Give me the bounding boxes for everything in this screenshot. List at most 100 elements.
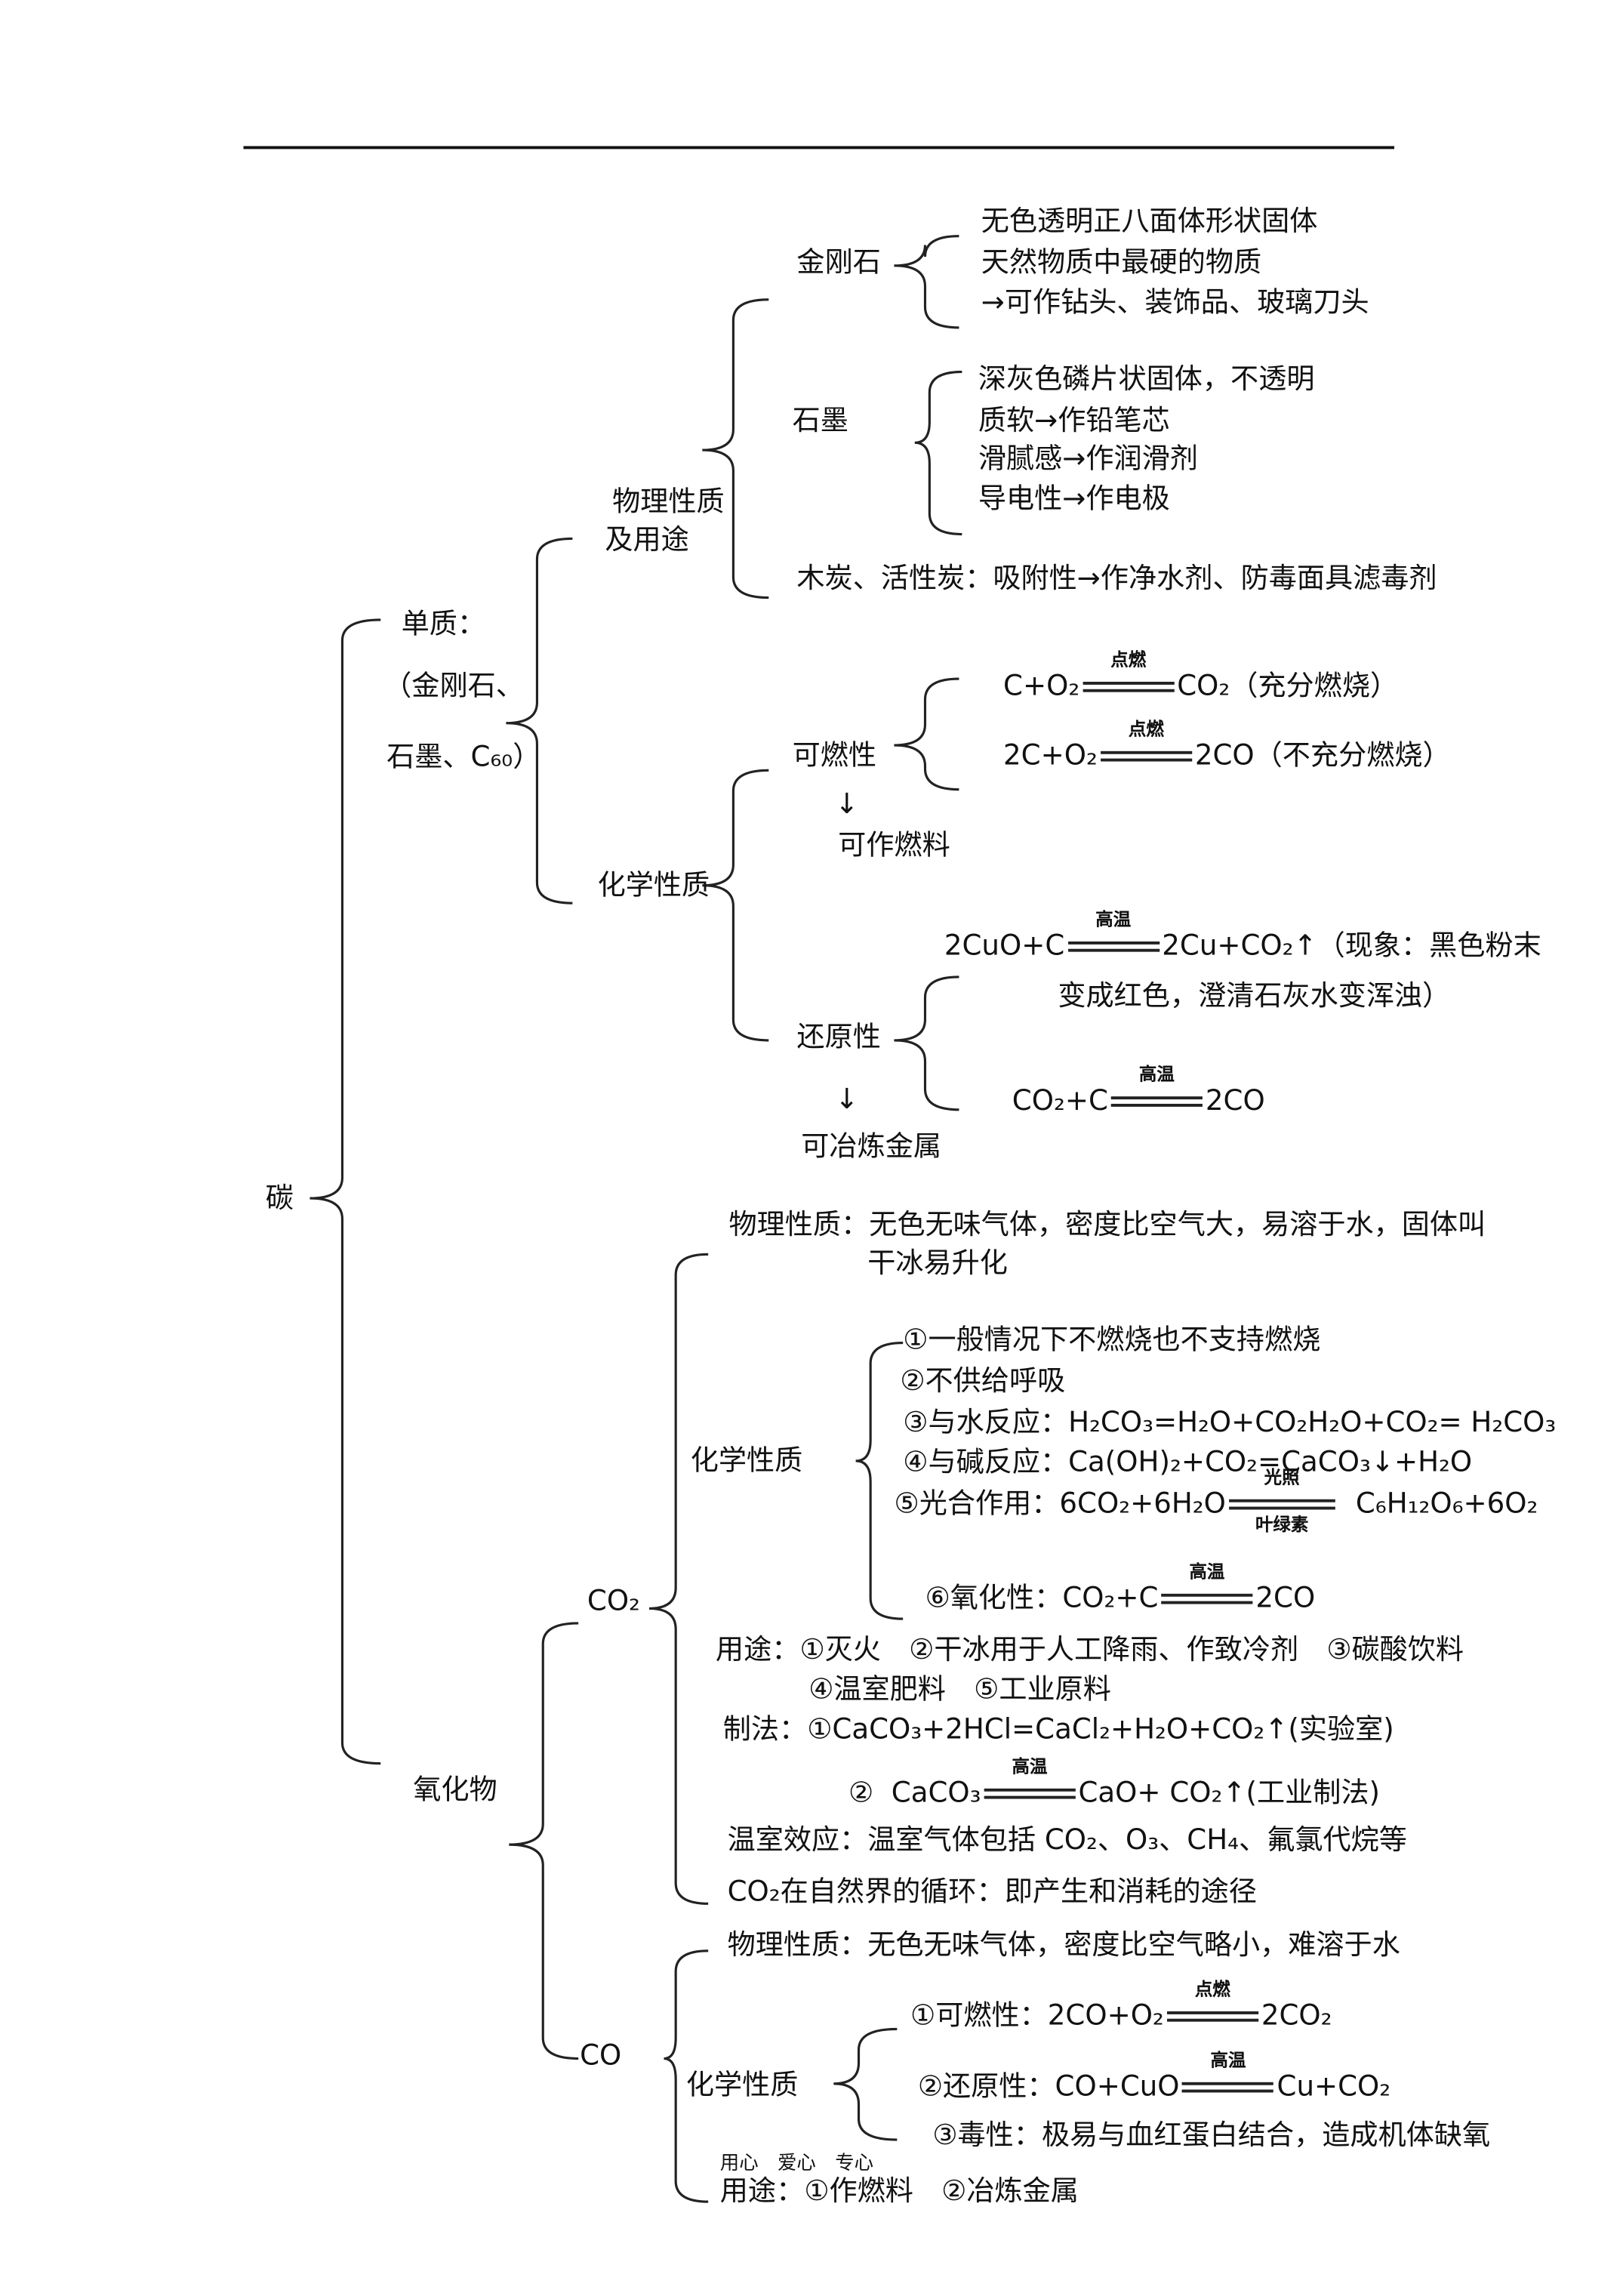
eq-lhs: 2CO+O₂ [1047, 1999, 1164, 2032]
diamond-line: 天然物质中最硬的物质 [981, 246, 1262, 279]
eq-rhs: CO₂（充分燃烧） [1177, 670, 1399, 703]
curly-brace [310, 618, 381, 1765]
oxides-label: 氧化物 [413, 1774, 497, 1807]
eq-rhs: 2CO [1205, 1084, 1265, 1117]
eq-rhs: 2CO₂ [1261, 1999, 1332, 2032]
down-arrow-icon: ↓ [835, 787, 859, 821]
reducibility-label: 还原性 [796, 1021, 881, 1054]
equation-co-reduction: ②还原性： CO+CuO 高温 Cu+CO₂ [917, 2051, 1391, 2104]
diamond-label: 金刚石 [796, 246, 881, 279]
equation-co-combustion: ①可燃性： 2CO+O₂ 点燃 2CO₂ [910, 1980, 1332, 2033]
chemical-label: 化学性质 [597, 869, 710, 902]
condition: 高温 [1110, 1065, 1203, 1119]
diamond-line: →可作钻头、装饰品、玻璃刀头 [981, 286, 1369, 319]
co2-label: CO₂ [587, 1585, 640, 1618]
curly-brace [702, 298, 769, 599]
condition: 高温 [1067, 910, 1160, 963]
eq-rhs: 2Cu+CO₂↑（现象：黑色粉末 [1162, 929, 1541, 963]
eq-rhs: C₆H₁₂O₆+6O₂ [1355, 1487, 1538, 1521]
eq-lhs: CO₂+C [1012, 1084, 1108, 1117]
diamond-line: 无色透明正八面体形状固体 [981, 205, 1318, 238]
graphite-line: 深灰色磷片状固体，不透明 [978, 362, 1315, 396]
footer-motto: 用心 爱心 专心 [719, 2153, 874, 2175]
condition-label: 高温 [1189, 1561, 1225, 1583]
item-prefix: ②还原性： [917, 2070, 1055, 2103]
greenhouse-effect: 温室效应：温室气体包括 CO₂、O₃、CH₄、氟氯代烷等 [727, 1823, 1407, 1857]
eq-lhs: 6CO₂+6H₂O [1059, 1487, 1226, 1521]
eq-rhs: Cu+CO₂ [1277, 2070, 1391, 2103]
header-rule [243, 146, 1395, 149]
eq-lhs: CaCO₃ [891, 1777, 981, 1810]
down-arrow-icon: ↓ [835, 1083, 859, 1116]
eq-lhs: C+O₂ [1003, 670, 1080, 703]
condition-label: 点燃 [1128, 718, 1164, 740]
root-carbon: 碳 [265, 1182, 294, 1215]
condition: 高温 [1161, 1562, 1253, 1616]
eq-lhs: 2CuO+C [944, 929, 1065, 963]
curly-brace [664, 1949, 709, 2203]
co2-cycle: CO₂在自然界的循环：即产生和消耗的途径 [727, 1875, 1257, 1909]
item-prefix: ② [848, 1777, 892, 1810]
curly-brace [894, 975, 959, 1111]
item-prefix: ⑤光合作用： [894, 1487, 1060, 1521]
co2-preparation: 制法：①CaCO₃+2HCl=CaCl₂+H₂O+CO₂↑(实验室) [722, 1713, 1394, 1746]
co2-physical-2: 干冰易升化 [867, 1247, 1008, 1280]
co-chemical-label: 化学性质 [685, 2069, 799, 2102]
metal-smelting-use: 可冶炼金属 [801, 1130, 942, 1163]
combustibility-label: 可燃性 [792, 739, 877, 772]
condition-label: 高温 [1095, 908, 1132, 930]
equation-cuo-reduction: 2CuO+C 高温 2Cu+CO₂↑（现象：黑色粉末 [944, 910, 1541, 963]
graphite-line: 质软→作铅笔芯 [978, 404, 1170, 437]
co2-uses: 用途：①灭火 ②干冰用于人工降雨、作致冷剂 ③碳酸饮料 [715, 1633, 1464, 1666]
co2-chemical-label: 化学性质 [690, 1444, 803, 1478]
co2-chem-item: ③与水反应：H₂CO₃=H₂O+CO₂H₂O+CO₂= H₂CO₃ [903, 1406, 1557, 1439]
condition-label: 点燃 [1194, 1978, 1230, 2000]
co-toxicity: ③毒性：极易与血红蛋白结合，造成机体缺氧 [932, 2119, 1491, 2152]
fuel-use: 可作燃料 [838, 829, 950, 862]
condition: 高温 [1182, 2051, 1274, 2104]
equation-photosynthesis: ⑤光合作用： 6CO₂+6H₂O 光照叶绿素 C₆H₁₂O₆+6O₂ [894, 1468, 1538, 1534]
condition: 点燃 [1166, 1980, 1258, 2033]
item-prefix: ⑥氧化性： [925, 1582, 1063, 1615]
co-uses: 用途：①作燃料 ②冶炼金属 [719, 2174, 1079, 2208]
co2-chem-item: ④与碱反应：Ca(OH)₂+CO₂=CaCO₃↓+H₂O [903, 1446, 1473, 1479]
curly-brace [914, 370, 962, 536]
co2-physical: 物理性质：无色无味气体，密度比空气大，易溶于水，固体叫 [728, 1208, 1486, 1241]
graphite-line: 导电性→作电极 [978, 482, 1170, 516]
elemental-examples: （金刚石、 [383, 670, 524, 703]
curly-brace [894, 677, 959, 791]
eq-lhs: 2C+O₂ [1003, 739, 1098, 772]
physical-label: 物理性质 [612, 485, 725, 519]
curly-brace [855, 1342, 904, 1620]
eq-rhs: CaO+ CO₂↑(工业制法) [1078, 1777, 1381, 1810]
charcoal-text: 木炭、活性炭：吸附性→作净水剂、防毒面具滤毒剂 [796, 562, 1437, 595]
condition-label: 点燃 [1110, 649, 1147, 670]
item-prefix: ①可燃性： [910, 1999, 1048, 2032]
graphite-label: 石墨 [792, 404, 848, 437]
curly-brace [894, 235, 959, 329]
curly-brace [702, 769, 769, 1042]
condition: 点燃 [1100, 720, 1192, 773]
equation-oxidizing: ⑥氧化性： CO₂+C 高温 2CO [925, 1562, 1316, 1616]
eq-lhs: CO+CuO [1055, 2070, 1180, 2103]
equation-incomplete-combustion: 2C+O₂ 点燃 2CO（不充分燃烧） [1003, 720, 1451, 773]
graphite-line: 滑腻感→作润滑剂 [978, 442, 1198, 476]
phenomenon-text: 变成红色，澄清石灰水变浑浊） [1058, 979, 1451, 1012]
condition: 光照叶绿素 [1228, 1468, 1335, 1534]
curly-brace [833, 2027, 898, 2141]
co-label: CO [580, 2039, 622, 2073]
curly-brace [506, 537, 573, 905]
equation-complete-combustion: C+O₂ 点燃 CO₂（充分燃烧） [1003, 650, 1399, 704]
eq-rhs: 2CO（不充分燃烧） [1194, 739, 1451, 772]
co2-chem-item: ①一般情况下不燃烧也不支持燃烧 [903, 1324, 1321, 1357]
condition-label: 高温 [1012, 1755, 1048, 1777]
equation-industrial-preparation: ② CaCO₃ 高温 CaO+ CO₂↑(工业制法) [848, 1757, 1381, 1811]
eq-rhs: 2CO [1255, 1582, 1316, 1615]
physical-label-2: 及用途 [605, 523, 689, 556]
elemental-label: 单质： [401, 608, 486, 641]
elemental-examples-2: 石墨、C₆₀） [387, 741, 541, 774]
curly-brace [648, 1253, 709, 1905]
condition-label: 光照 [1264, 1466, 1300, 1488]
